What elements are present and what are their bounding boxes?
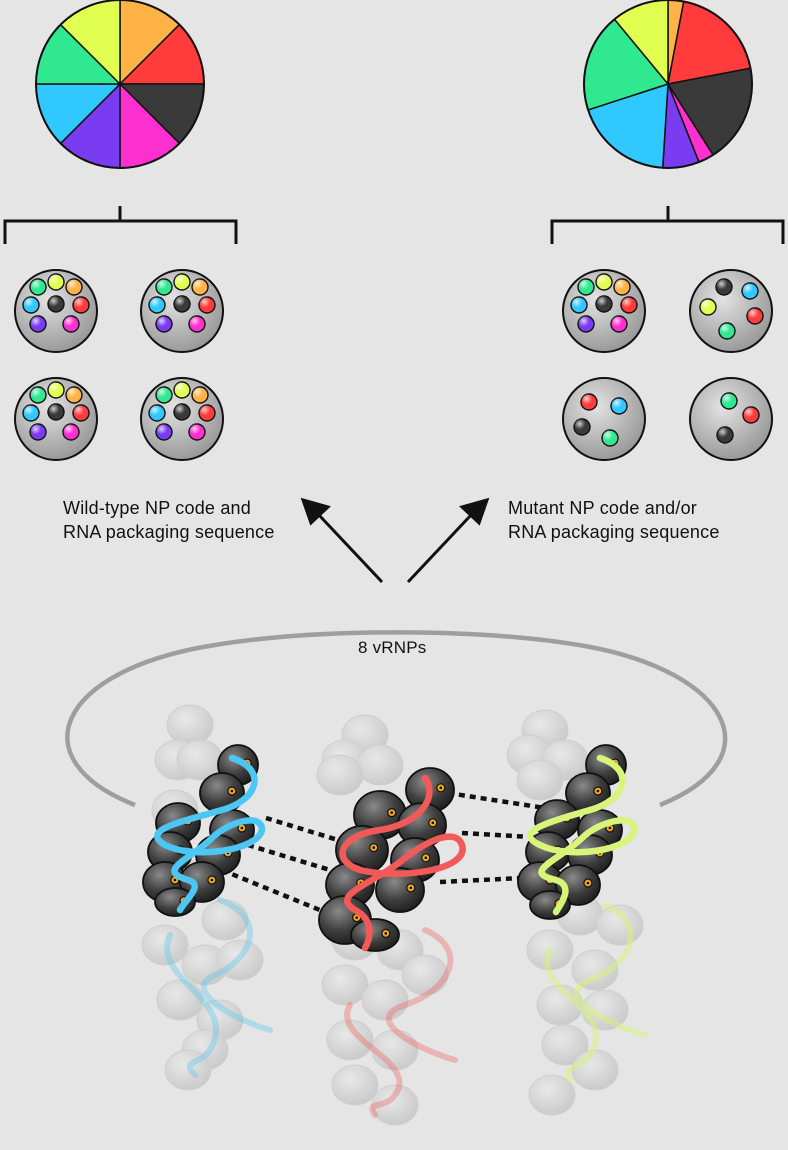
mutant-virions [562,269,773,461]
ghost-bead-1-6 [201,899,249,941]
wild-type-virion-4 [140,377,224,461]
ghost-bead-2-12 [331,1064,379,1106]
wild-type-bracket [3,206,238,244]
wild-type-virion-2 [140,269,224,353]
ghost-strand-red [344,927,458,1118]
mutant-pie-outline [583,0,753,169]
ghost-bead-3-11 [541,1024,589,1066]
mutant-caption: Mutant NP code and/or RNA packaging sequ… [508,496,720,544]
ghost-bead-1-7 [141,924,189,966]
ghost-bead-2-7 [321,964,369,1006]
ghost-bead-2-11 [371,1029,419,1071]
vrnp-yellow-rna-strand [526,754,638,916]
mutant-caption-line-2: RNA packaging sequence [508,522,720,542]
mutant-virion-2 [689,269,773,353]
vrnp-link-1 [265,815,339,843]
ghost-bead-3-12 [571,1049,619,1091]
ghost-bead-2-3 [356,744,404,786]
wild-type-caption-line-1: Wild-type NP code and [63,498,251,518]
ghost-bead-1-13 [164,1049,212,1091]
ghost-bead-2-9 [401,954,449,996]
faded-vrnp-background [141,704,648,1126]
ghost-bead-2-8 [361,979,409,1021]
vrnp-red [318,767,466,952]
ghost-bead-1-10 [156,979,204,1021]
ghost-bead-2-13 [371,1084,419,1126]
wild-type-virion-1 [14,269,98,353]
vrnp-cyan [142,744,266,917]
vrnp-yellow [517,744,638,920]
mutant-bracket [550,206,785,244]
mutant-virion-3 [562,377,646,461]
vrnp-link-6 [439,875,523,885]
mutant-virion-4 [689,377,773,461]
ghost-bead-2-4 [316,754,364,796]
wild-type-pie-chart [35,0,205,169]
vrnp-link-2 [247,842,331,873]
wild-type-caption-line-2: RNA packaging sequence [63,522,275,542]
arrow-to-mutant [406,497,490,584]
vrnp-yellow-bead-9 [529,890,571,920]
vrnp-red-bead-7 [375,867,425,913]
ghost-bead-1-1 [166,704,214,746]
wild-type-virion-3 [14,377,98,461]
ghost-bead-3-13 [528,1074,576,1116]
virion-envelope-outline [65,630,728,808]
vrnp-count-label: 8 vRNPs [358,638,427,657]
wild-type-virions [14,269,224,461]
mutant-caption-line-1: Mutant NP code and/or [508,498,697,518]
vrnp-red-rna-strand [339,774,466,952]
ghost-bead-2-10 [326,1019,374,1061]
ghost-bead-3-4 [516,759,564,801]
vrnp-cyan-rna-strand [154,754,266,914]
ghost-strand-yellow [544,902,648,1083]
mutant-virion-1 [562,269,646,353]
arrow-to-wild-type [300,497,384,584]
wild-type-caption: Wild-type NP code and RNA packaging sequ… [63,496,275,544]
ghost-bead-1-9 [216,939,264,981]
mutant-pie-chart [583,0,753,169]
ghost-strand-cyan [164,897,273,1078]
wild-type-pie-outline [35,0,205,169]
vrnp-red-bead-9 [350,918,400,952]
vrnp-cyan-bead-9 [154,887,196,917]
